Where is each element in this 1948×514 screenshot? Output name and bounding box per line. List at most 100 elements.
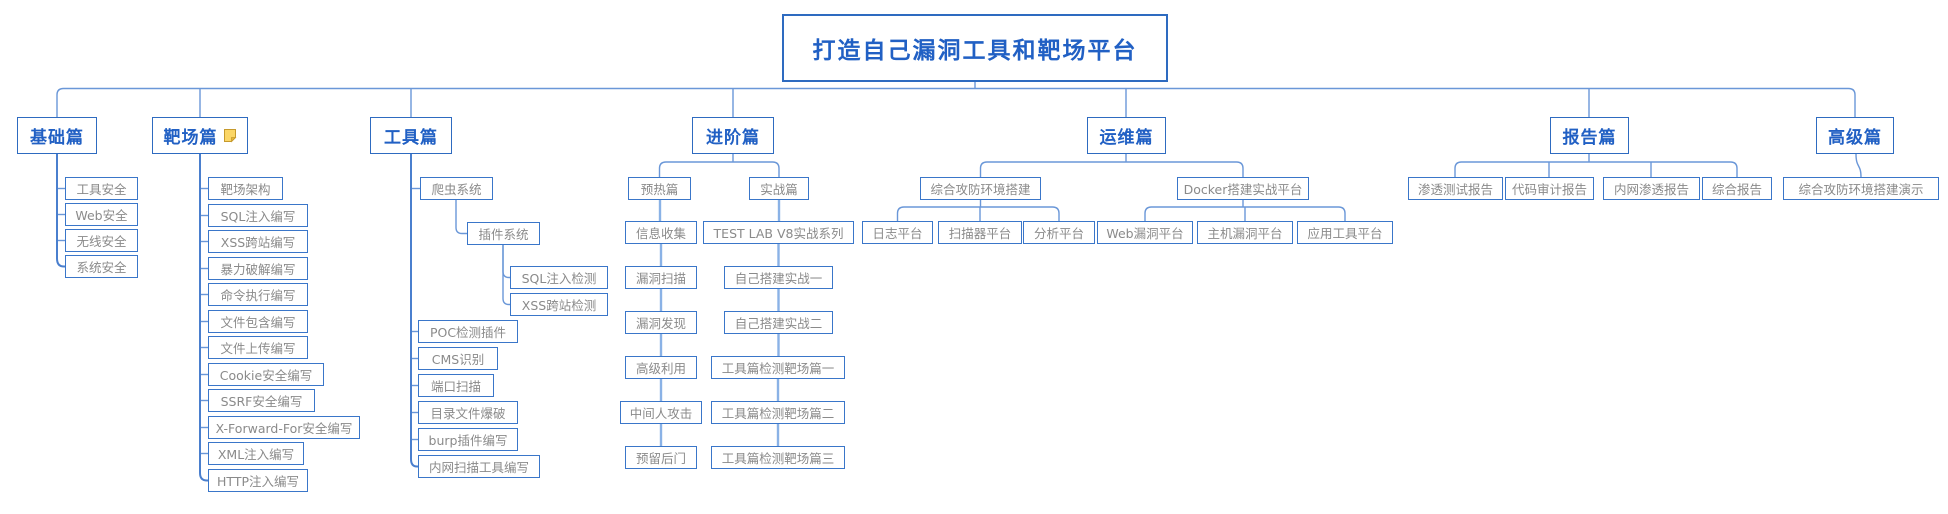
node-fenxi[interactable]: 分析平台 <box>1023 221 1095 244</box>
node-label: Web漏洞平台 <box>1106 226 1184 241</box>
node-xml-zhuru[interactable]: XML注入编写 <box>208 442 304 465</box>
node-yunwei[interactable]: 运维篇 <box>1087 117 1166 154</box>
node-bachang-jiagou[interactable]: 靶场架构 <box>208 177 283 200</box>
node-burp-bianxie[interactable]: burp插件编写 <box>418 428 518 451</box>
node-jichu[interactable]: 基础篇 <box>17 117 97 154</box>
node-shizhan[interactable]: 实战篇 <box>749 177 809 200</box>
node-label: 命令执行编写 <box>220 288 296 303</box>
node-label: 自己搭建实战二 <box>734 316 823 331</box>
node-wenjian-shangchuan[interactable]: 文件上传编写 <box>208 336 308 359</box>
node-zijian-2[interactable]: 自己搭建实战二 <box>724 311 833 334</box>
node-label: 代码审计报告 <box>1511 182 1587 197</box>
node-testlab[interactable]: TEST LAB V8实战系列 <box>703 221 854 244</box>
node-rizhi[interactable]: 日志平台 <box>862 221 933 244</box>
node-label: 爬虫系统 <box>431 182 482 197</box>
node-zonghe-baogao[interactable]: 综合报告 <box>1702 177 1772 200</box>
node-jiance-2[interactable]: 工具篇检测靶场篇二 <box>711 401 845 424</box>
node-duankou-saomiao[interactable]: 端口扫描 <box>418 374 494 397</box>
node-label: 工具篇 <box>384 128 438 148</box>
node-label: Web安全 <box>75 208 128 223</box>
node-web-anquan[interactable]: Web安全 <box>65 203 138 226</box>
node-loudong-faxian[interactable]: 漏洞发现 <box>625 311 697 334</box>
node-baoli-pojie[interactable]: 暴力破解编写 <box>208 257 308 280</box>
node-zonghe-yanshi[interactable]: 综合攻防环境搭建演示 <box>1783 177 1939 200</box>
node-zijian-1[interactable]: 自己搭建实战一 <box>724 266 833 289</box>
node-label: 靶场篇 <box>163 128 218 148</box>
node-xff-anquan[interactable]: X-Forward-For安全编写 <box>208 416 360 439</box>
node-gongju-anquan[interactable]: 工具安全 <box>65 177 138 200</box>
node-sql-jiance[interactable]: SQL注入检测 <box>510 266 608 289</box>
node-sql-zhuru[interactable]: SQL注入编写 <box>208 204 308 227</box>
node-zonghe-gongfang[interactable]: 综合攻防环境搭建 <box>920 177 1041 200</box>
node-zhongjianren[interactable]: 中间人攻击 <box>620 401 702 424</box>
node-yuliu-houmen[interactable]: 预留后门 <box>625 446 697 469</box>
node-label: CMS识别 <box>431 352 485 367</box>
node-root[interactable]: 打造自己漏洞工具和靶场平台 <box>782 14 1168 82</box>
node-label: 暴力破解编写 <box>220 262 296 277</box>
node-label: 高级利用 <box>635 361 686 376</box>
node-neiwang-saomiao[interactable]: 内网扫描工具编写 <box>418 455 540 478</box>
node-label: 高级篇 <box>1828 128 1882 148</box>
node-label: Cookie安全编写 <box>219 368 313 383</box>
node-label: XSS跨站检测 <box>521 298 597 313</box>
node-label: 插件系统 <box>478 227 529 242</box>
node-neiwang-baogao[interactable]: 内网渗透报告 <box>1603 177 1700 200</box>
node-jiance-1[interactable]: 工具篇检测靶场篇一 <box>711 356 845 379</box>
node-http-zhuru[interactable]: HTTP注入编写 <box>208 469 308 492</box>
node-yingyong-gongju[interactable]: 应用工具平台 <box>1297 221 1393 244</box>
node-xitong-anquan[interactable]: 系统安全 <box>65 255 138 278</box>
node-label: 预热篇 <box>640 182 679 197</box>
node-xinxi-shouji[interactable]: 信息收集 <box>625 221 697 244</box>
node-web-loudong[interactable]: Web漏洞平台 <box>1097 221 1193 244</box>
node-label: 工具篇检测靶场篇一 <box>721 361 835 376</box>
node-saomiaoqi[interactable]: 扫描器平台 <box>938 221 1022 244</box>
node-label: 主机漏洞平台 <box>1207 226 1283 241</box>
node-label: 日志平台 <box>872 226 923 241</box>
node-mingling-zhixing[interactable]: 命令执行编写 <box>208 283 308 306</box>
node-daima-baogao[interactable]: 代码审计报告 <box>1505 177 1594 200</box>
node-baogao[interactable]: 报告篇 <box>1550 117 1629 154</box>
node-poc-chajian[interactable]: POC检测插件 <box>418 320 518 343</box>
node-label: 综合攻防环境搭建 <box>930 182 1031 197</box>
node-wenjian-baohan[interactable]: 文件包含编写 <box>208 310 308 333</box>
node-label: 目录文件爆破 <box>430 406 506 421</box>
node-gaoji[interactable]: 高级篇 <box>1816 117 1894 154</box>
node-zhuji-loudong[interactable]: 主机漏洞平台 <box>1197 221 1293 244</box>
node-label: 文件上传编写 <box>220 341 296 356</box>
node-gaoji-liyong[interactable]: 高级利用 <box>625 356 697 379</box>
node-jiance-3[interactable]: 工具篇检测靶场篇三 <box>711 446 845 469</box>
node-wuxian-anquan[interactable]: 无线安全 <box>65 229 138 252</box>
node-label: POC检测插件 <box>429 325 507 340</box>
node-label: XML注入编写 <box>217 447 295 462</box>
node-label: 渗透测试报告 <box>1417 182 1493 197</box>
node-cookie-anquan[interactable]: Cookie安全编写 <box>208 363 324 386</box>
node-xss-jiance[interactable]: XSS跨站检测 <box>510 293 608 316</box>
node-xss-kuazhan[interactable]: XSS跨站编写 <box>208 230 308 253</box>
node-shentou-baogao[interactable]: 渗透测试报告 <box>1408 177 1503 200</box>
node-label: 无线安全 <box>76 234 127 249</box>
node-label: 实战篇 <box>760 182 798 197</box>
node-chajian[interactable]: 插件系统 <box>467 222 540 245</box>
node-mulu-baopo[interactable]: 目录文件爆破 <box>418 401 518 424</box>
node-label: 靶场架构 <box>220 182 271 197</box>
node-bachang[interactable]: 靶场篇 <box>152 117 248 154</box>
note-icon[interactable] <box>223 128 237 143</box>
node-docker[interactable]: Docker搭建实战平台 <box>1177 177 1309 200</box>
node-loudong-saomiao[interactable]: 漏洞扫描 <box>625 266 697 289</box>
node-jinjie[interactable]: 进阶篇 <box>692 117 774 154</box>
node-label: TEST LAB V8实战系列 <box>713 226 844 241</box>
node-label: Docker搭建实战平台 <box>1183 182 1303 197</box>
node-label: 中间人攻击 <box>629 406 693 421</box>
node-label: 扫描器平台 <box>948 226 1012 241</box>
node-ssrf-anquan[interactable]: SSRF安全编写 <box>208 389 315 412</box>
node-label: 内网扫描工具编写 <box>428 460 529 475</box>
node-yure[interactable]: 预热篇 <box>628 177 691 200</box>
node-gongju[interactable]: 工具篇 <box>370 117 452 154</box>
node-cms-shibie[interactable]: CMS识别 <box>418 347 498 370</box>
node-label: 预留后门 <box>635 451 686 466</box>
node-label: 综合攻防环境搭建演示 <box>1798 182 1924 197</box>
node-label: 内网渗透报告 <box>1613 182 1689 197</box>
node-pachong[interactable]: 爬虫系统 <box>420 177 493 200</box>
